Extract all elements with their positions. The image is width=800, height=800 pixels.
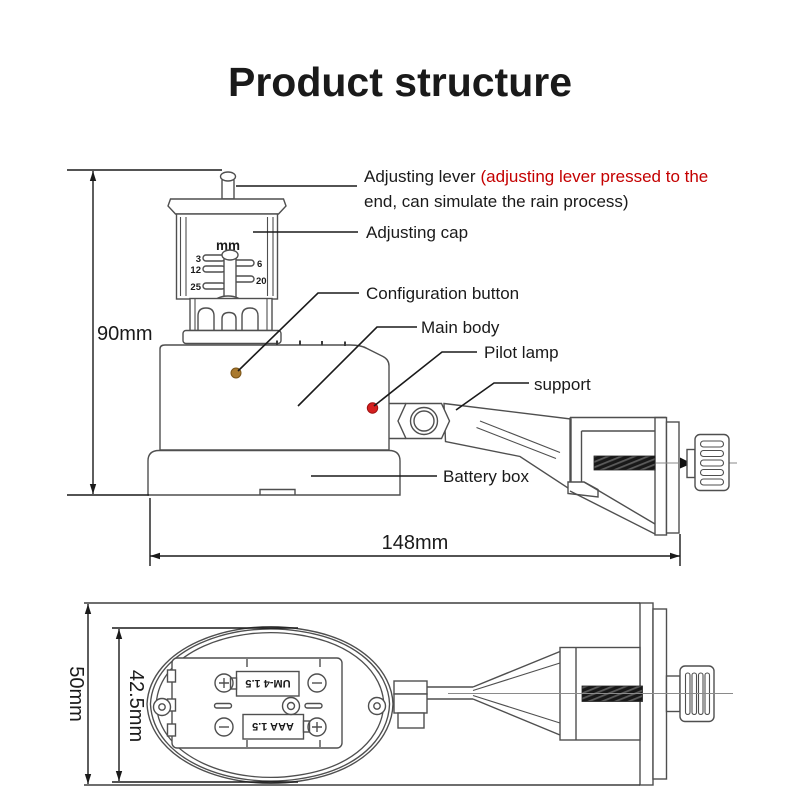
screw-tip [680, 457, 687, 469]
dimension-inner-depth: 42.5mm [125, 670, 147, 742]
support-arm-part [397, 402, 572, 492]
label-main-body: Main body [421, 318, 500, 337]
battery-label-aaa: AAA 1.5 [252, 720, 294, 732]
adjusting-lever-part [219, 171, 237, 200]
side-view-dimensions: 90mm 148mm [67, 169, 681, 566]
side-view: mm 3 12 25 6 20 [147, 171, 737, 536]
mount-hole-left [152, 697, 172, 717]
scale-tick-25: 25 [190, 282, 201, 293]
clamp-knob [694, 433, 730, 492]
battery-box-part [147, 449, 401, 496]
scale-tick-3: 3 [196, 254, 201, 265]
pivot-nut [397, 402, 451, 440]
label-adjusting-lever: Adjusting lever (adjusting lever pressed … [364, 167, 708, 186]
label-adjusting-lever-note1: (adjusting lever pressed to the [481, 167, 709, 186]
side-view-callouts: Adjusting lever (adjusting lever pressed … [236, 167, 708, 486]
neck-section [182, 297, 282, 345]
dimension-width: 148mm [382, 532, 449, 554]
label-configuration-button: Configuration button [366, 284, 519, 303]
center-screw [281, 696, 301, 716]
top-view-dimensions: 50mm 42.5mm [65, 604, 298, 784]
mount-hole-right [367, 696, 387, 716]
main-body-part [159, 340, 406, 451]
scale-tick-6: 6 [257, 259, 262, 270]
battery-slot-1: UM-4 1.5 [229, 670, 300, 697]
label-adjusting-cap: Adjusting cap [366, 223, 468, 242]
knob-knurling [699, 440, 725, 486]
clamp-part [567, 416, 737, 536]
label-battery-box: Battery box [443, 467, 529, 486]
adjusting-cap-part: mm 3 12 25 6 20 [167, 198, 287, 311]
scale-tick-20: 20 [256, 276, 267, 287]
label-support: support [534, 375, 591, 394]
dimension-depth: 50mm [65, 666, 87, 722]
battery-compartment: UM-4 1.5 AAA 1.5 [152, 657, 387, 749]
polarity-minus-icon [214, 673, 327, 737]
polarity-plus-icon [214, 673, 327, 737]
battery-slot-2: AAA 1.5 [242, 713, 311, 740]
rain-scale-unit: mm [216, 238, 240, 253]
label-adjusting-lever-note2: end, can simulate the rain process) [364, 192, 629, 211]
dimension-height: 90mm [97, 323, 153, 345]
label-adjusting-lever-text: Adjusting lever [364, 167, 476, 186]
battery-label-um4: UM-4 1.5 [245, 677, 290, 689]
label-pilot-lamp: Pilot lamp [484, 343, 559, 362]
clamp-screw-thread [593, 455, 656, 471]
scale-tick-12: 12 [190, 265, 201, 276]
page-title: Product structure [228, 59, 572, 105]
top-view: UM-4 1.5 AAA 1.5 [84, 602, 733, 786]
